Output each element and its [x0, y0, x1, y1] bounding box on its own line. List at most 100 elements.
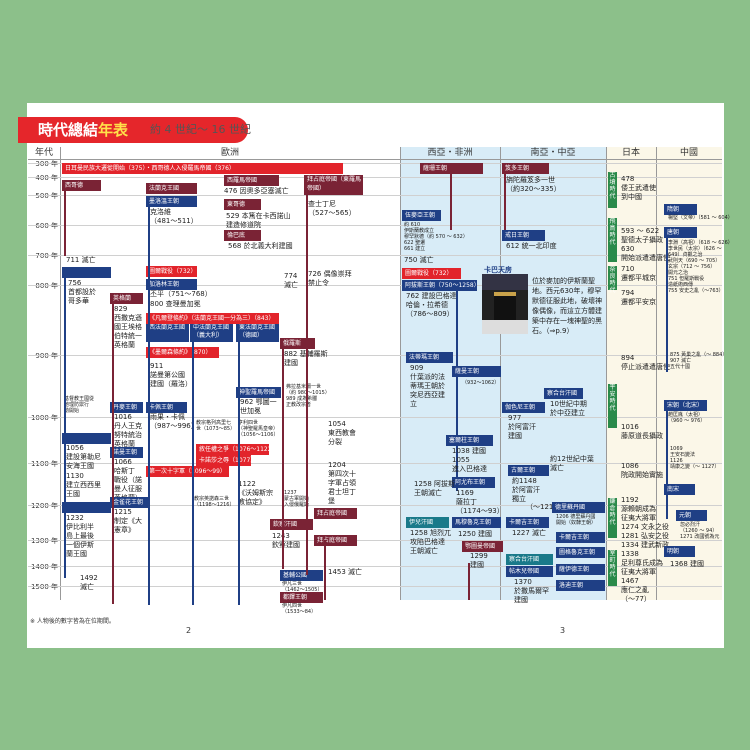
bar-tang: 唐朝	[664, 227, 697, 238]
bar-latin-empire: 拜占庭帝國	[314, 508, 357, 519]
year-label: 1100 年	[30, 460, 58, 468]
bar-e-frank: 東法蘭克王國（德國）	[236, 324, 279, 342]
note-mongol-russia: 1237 蒙古軍開始 入侵俄羅斯	[284, 490, 310, 508]
year-label: 500 年	[35, 192, 58, 200]
bar-delhi: 德里蘇丹國	[552, 502, 605, 513]
bar-byzantine: 拜占庭帝國（東羅馬帝國）	[304, 175, 363, 195]
note-granada-fall: 1492 滅亡	[80, 574, 98, 591]
bar-sasanian: 薩珊王朝	[420, 163, 483, 174]
title-bar	[18, 117, 248, 143]
line-sasanian	[450, 174, 452, 230]
note-abbasid-fall: 1258 阿拔斯 王朝滅亡	[414, 480, 456, 497]
note-yuan: 忽必烈汗 （1260 ～ 94） 1271 改國號為元	[680, 522, 720, 540]
bar-s-song: 南宋	[664, 484, 695, 495]
bar-fatimid: 法蒂瑪王朝	[406, 352, 453, 363]
bar-ayyubid: 阿尤布王朝	[452, 477, 495, 488]
bar-tudor: 都鐸王朝	[280, 592, 323, 603]
note-karakhanid: 10世紀中期 於中亞建立	[550, 400, 587, 417]
line-germany	[238, 340, 240, 605]
note-baghdad: 762 建設巴格達 哈倫・拉希德 （786～809）	[406, 292, 457, 318]
line-england	[112, 304, 114, 604]
note-otto: 962 鄂圖一 世加冕	[240, 398, 277, 415]
bar-merov: 墨洛溫王朝	[146, 196, 197, 207]
note-w-roman-fall: 476 因奧多亞塞滅亡	[224, 187, 289, 195]
bar-capet: 卡佩王朝	[146, 402, 187, 413]
bar-samanid: 薩曼王朝	[452, 366, 501, 377]
note-innocent: 教宗英諾森三世 （1198～1216）	[194, 496, 235, 508]
year-gridline	[28, 225, 722, 226]
year-label: 800 年	[35, 282, 58, 290]
bar-islam: 伍麥亞王朝	[402, 210, 441, 221]
note-ivan3: 伊凡三世 （1462～1505）	[282, 581, 323, 593]
bar-russia: 俄羅斯	[280, 338, 315, 349]
bar-frank: 法蘭克王國	[146, 183, 197, 194]
line-iberia	[64, 278, 66, 578]
note-umayyad-fall: 750 滅亡	[404, 256, 434, 264]
divider	[400, 147, 401, 600]
header-japan: 日本	[621, 148, 640, 158]
year-label: 1300 年	[30, 537, 58, 545]
bar-sayyid: 薩伊德王朝	[556, 564, 605, 575]
year-label: 1400 年	[30, 563, 58, 571]
bar-yuan: 元朝	[676, 510, 707, 521]
note-magna-carta: 1215 制定《大 憲章》	[114, 508, 142, 534]
bar-ottoman: 鄂圖曼帝國	[462, 541, 503, 552]
bar-khalji: 卡爾吉王朝	[556, 532, 605, 543]
note-jp-894: 894 停止派遣遣唐使	[621, 354, 670, 371]
note-jp-1086: 1086 院政開始實施	[621, 462, 663, 479]
year-label: 1200 年	[30, 502, 58, 510]
year-label: 400 年	[35, 174, 58, 182]
note-ghurid: 約1148 於阿富汗 獨立	[512, 477, 540, 503]
jp-era-heian: 平安時代	[608, 384, 617, 428]
note-iconoclasm-end: 774 滅亡	[284, 272, 298, 289]
note-ilkhan: 1258 旭烈兀 攻陷巴格達 王朝滅亡	[410, 529, 452, 555]
note-nasrid: 1232 伊比利半 島上最後 一個伊斯 蘭王國	[66, 514, 94, 558]
bar-almoravid	[62, 433, 111, 444]
bar-lodi: 洛迪王朝	[556, 580, 605, 591]
year-label: 900 年	[35, 352, 58, 360]
note-harsha: 612 統一北印度	[506, 242, 557, 250]
divider	[60, 147, 61, 600]
bar-w-frank: 西法蘭克王國	[146, 324, 189, 342]
line-ottoman-eu	[324, 540, 326, 600]
bar-dane: 丹麥王朝	[110, 402, 143, 413]
bar-ostro: 東哥德	[224, 199, 261, 210]
year-gridline	[28, 177, 722, 178]
bar-khwarazm: 卡爾吉王朝	[506, 517, 549, 528]
note-ghurid-end: （～1215）	[526, 503, 565, 511]
header-china: 中國	[679, 148, 698, 158]
year-gridline	[28, 505, 722, 506]
note-ivan4: 伊凡四世 （1533～84）	[282, 603, 317, 615]
note-jp-593: 593 ～ 622 聖德太子攝政 630 開始派遣遣唐使	[621, 227, 670, 262]
note-schism: 1054 東西教會 分裂	[328, 420, 356, 446]
footnote: ※ 人物後的數字皆為在位期間。	[30, 618, 115, 625]
note-delhi: 1206 德里蘇丹國 開始（奴隸王朝）	[556, 514, 597, 526]
line-byzantine	[306, 195, 308, 575]
note-sui: 楊堅（文帝）（581 ～ 604）	[668, 215, 733, 221]
year-label: 1500 年	[30, 583, 58, 591]
year-label: 300 年	[35, 160, 58, 168]
header-west-asia: 西亞・非洲	[427, 148, 473, 158]
bar-holy-roman: 神聖羅馬帝國	[236, 387, 281, 398]
bar-norman: 諾曼王朝	[110, 447, 143, 458]
note-henry4: 亨利四世 （神聖羅馬皇帝） （1056～1106）	[238, 420, 279, 438]
note-cnut: 1016 丹人王克 努特統治 英格蘭	[114, 413, 142, 448]
note-samanid-years: （932～1062）	[462, 380, 500, 386]
bar-ghurid: 古爾王朝	[508, 465, 549, 476]
header-europe: 歐洲	[220, 148, 239, 158]
note-karakhanid-fall: 約12世紀中葉 滅亡	[550, 455, 594, 472]
note-qinchak: 1243 欽察建國	[272, 532, 300, 549]
note-charles: 800 查理曼加冕	[150, 300, 201, 308]
note-gupta: 旃陀羅笈多一世 （約320～335）	[506, 176, 561, 193]
divider	[656, 147, 657, 600]
year-gridline	[28, 566, 722, 567]
jp-era-kofun: 古墳時代	[608, 172, 617, 208]
bar-abbasid: 阿拔斯王朝（750～1258）	[402, 280, 477, 291]
note-wanganshi: 1069 王安石變法 1126 靖康之變（～ 1127）	[670, 446, 720, 470]
year-gridline	[28, 540, 722, 541]
note-sicily: 1056 建設第勒尼 安海王國	[66, 444, 101, 470]
year-gridline	[28, 586, 722, 587]
note-lombard: 568 於北義大利建國	[228, 242, 293, 250]
note-saladin: 1169 薩拉丁 （1174～93）	[456, 489, 504, 515]
bar-plantagenet: 金雀花王朝	[110, 497, 149, 508]
